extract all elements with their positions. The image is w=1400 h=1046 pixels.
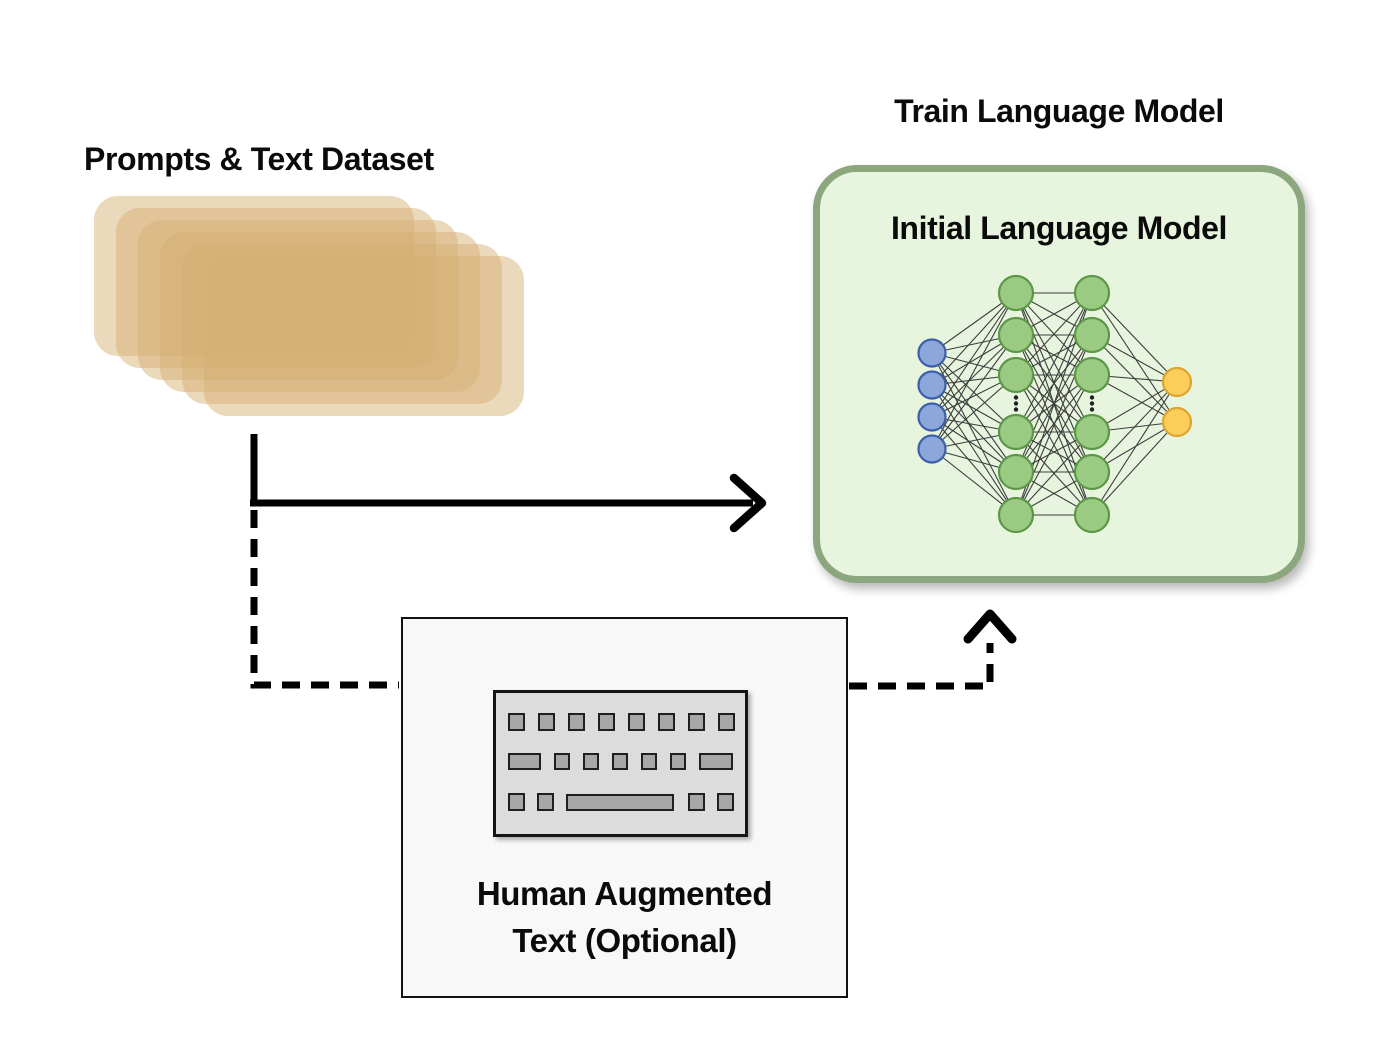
hidden-1-node bbox=[997, 356, 1035, 394]
dataset-card bbox=[94, 196, 414, 356]
neural-network-graphic bbox=[917, 274, 1193, 534]
dataset-card bbox=[182, 244, 502, 404]
input-node bbox=[917, 370, 947, 400]
human-augmented-text-box: Human Augmented Text (Optional) bbox=[401, 617, 848, 998]
initial-language-model-box: Initial Language Model bbox=[813, 165, 1305, 583]
solid-connector-line bbox=[250, 434, 753, 507]
hidden-2-node bbox=[1073, 356, 1111, 394]
hidden-1-node bbox=[997, 453, 1035, 491]
hidden-1-node bbox=[997, 496, 1035, 534]
dataset-card bbox=[116, 208, 436, 368]
output-node bbox=[1161, 406, 1193, 438]
initial-language-model-label: Initial Language Model bbox=[890, 210, 1228, 246]
hidden-2-node bbox=[1073, 316, 1111, 354]
hidden-2-node bbox=[1073, 496, 1111, 534]
input-node bbox=[917, 338, 947, 368]
dashed-connector-left bbox=[250, 510, 399, 689]
dashed-connector-right bbox=[849, 643, 994, 690]
hidden-2-node bbox=[1073, 413, 1111, 451]
human-augmented-text-label: Human Augmented Text (Optional) bbox=[403, 870, 846, 964]
dataset-card-stack bbox=[94, 196, 526, 418]
input-node bbox=[917, 434, 947, 464]
keyboard-icon bbox=[493, 690, 748, 837]
solid-arrowhead-right bbox=[729, 473, 767, 533]
train-language-model-title: Train Language Model bbox=[894, 93, 1224, 129]
ellipsis-dot bbox=[1013, 407, 1019, 412]
human-label-line1: Human Augmented bbox=[476, 875, 773, 912]
ellipsis-dot bbox=[1013, 395, 1019, 400]
dataset-card bbox=[138, 220, 458, 380]
hidden-1-node bbox=[997, 274, 1035, 312]
hidden-1-node bbox=[997, 316, 1035, 354]
keyboard-keys bbox=[508, 713, 735, 811]
output-node bbox=[1161, 366, 1193, 398]
dataset-card bbox=[204, 256, 524, 416]
hidden-2-node bbox=[1073, 274, 1111, 312]
input-node bbox=[917, 402, 947, 432]
ellipsis-dot bbox=[1089, 395, 1095, 400]
dataset-card bbox=[160, 232, 480, 392]
ellipsis-dot bbox=[1089, 401, 1095, 406]
human-label-line2: Text (Optional) bbox=[512, 922, 737, 959]
hidden-1-node bbox=[997, 413, 1035, 451]
dashed-arrowhead-up bbox=[963, 609, 1017, 644]
prompts-dataset-title: Prompts & Text Dataset bbox=[84, 141, 434, 177]
ellipsis-dot bbox=[1013, 401, 1019, 406]
hidden-2-node bbox=[1073, 453, 1111, 491]
ellipsis-dot bbox=[1089, 407, 1095, 412]
